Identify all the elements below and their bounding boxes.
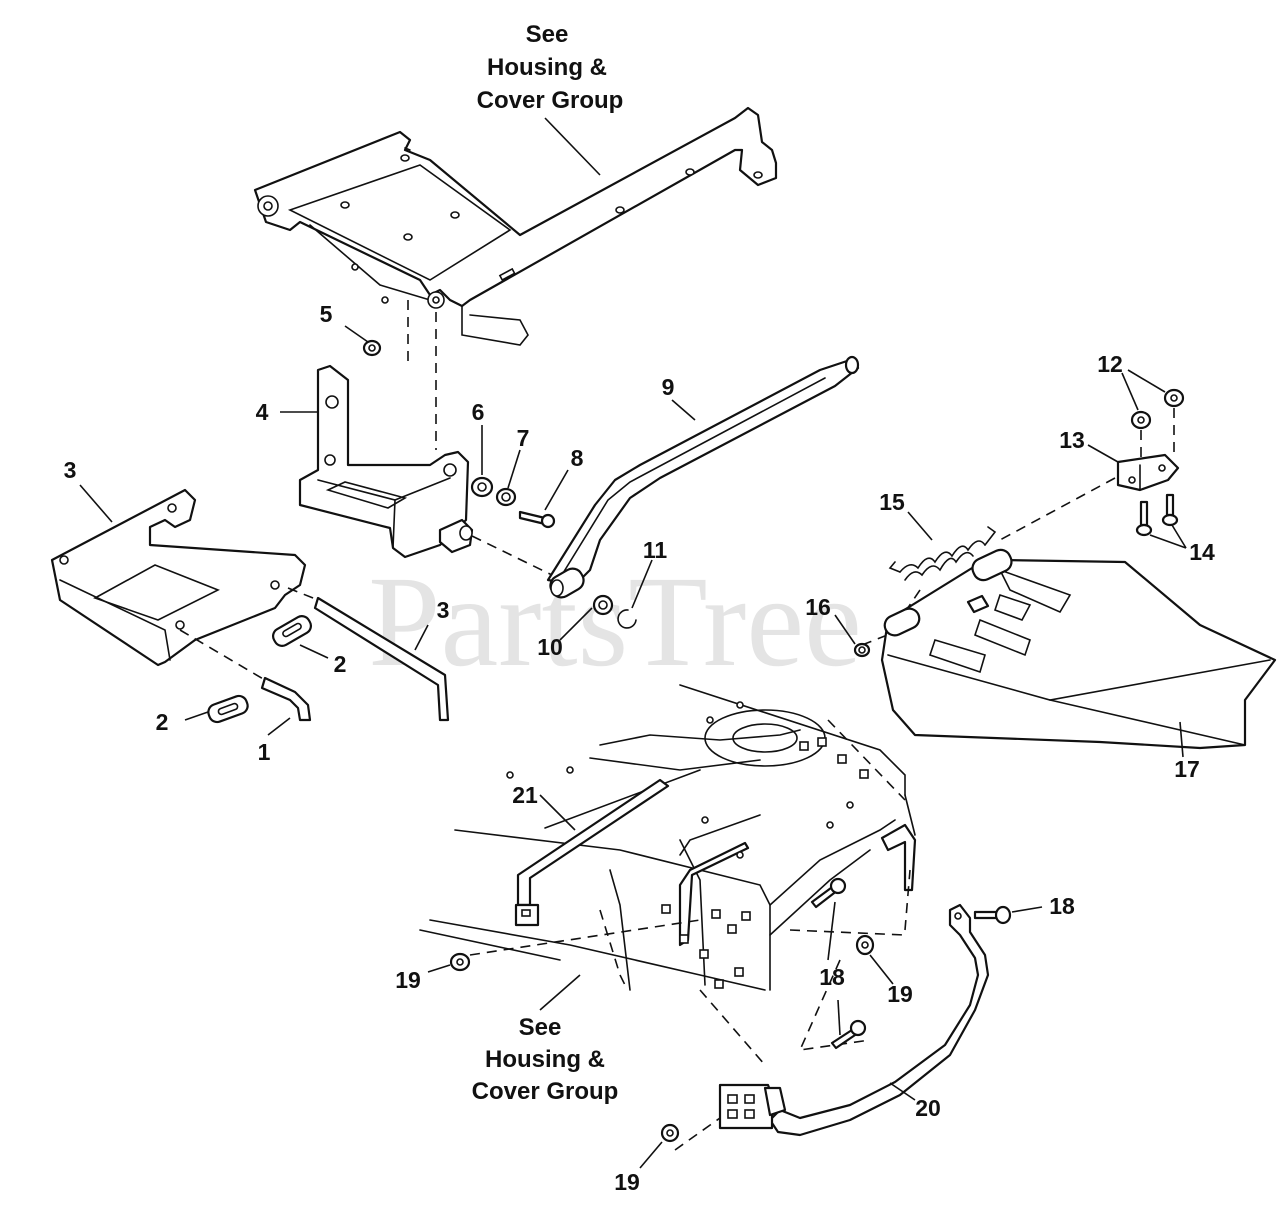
bolt-part-18-lower xyxy=(830,1019,867,1050)
bolt-part-14-a xyxy=(1135,500,1153,537)
nut-part-19-mid xyxy=(855,934,875,956)
callout-19-left: 19 xyxy=(395,967,421,993)
bracket-part-4 xyxy=(298,364,474,559)
note-bottom-line-1: See xyxy=(519,1014,562,1041)
callout-6: 6 xyxy=(472,399,485,425)
callout-4: 4 xyxy=(256,399,269,425)
callout-7: 7 xyxy=(517,425,530,451)
callout-17: 17 xyxy=(1174,756,1200,782)
callout-3-rod: 3 xyxy=(437,597,450,623)
bushing-part-6 xyxy=(470,476,494,498)
callout-18-mid: 18 xyxy=(819,964,845,990)
nut-part-12-b xyxy=(1130,410,1152,430)
rod-part-20 xyxy=(718,903,990,1137)
callout-16: 16 xyxy=(805,594,831,620)
note-top: See Housing & Cover Group xyxy=(477,21,624,114)
housing-outline xyxy=(419,684,917,991)
note-top-line-2: Housing & xyxy=(487,54,607,81)
nut-part-5 xyxy=(362,339,382,357)
callout-2-lower: 2 xyxy=(156,709,169,735)
callouts: 1 2 2 3 3 4 5 6 7 8 9 10 11 12 13 14 15 … xyxy=(64,301,1215,1195)
callout-21: 21 xyxy=(512,782,538,808)
callout-15: 15 xyxy=(879,489,905,515)
nut-part-19-bottom xyxy=(660,1123,680,1143)
callout-12: 12 xyxy=(1097,351,1123,377)
callout-14: 14 xyxy=(1189,539,1215,565)
bolt-part-18-upper xyxy=(810,877,847,909)
watermark-text: PartsTree xyxy=(368,550,862,694)
rod-part-21 xyxy=(514,778,670,927)
nut-part-19-left xyxy=(449,952,471,972)
callout-20: 20 xyxy=(915,1095,941,1121)
washer-part-16 xyxy=(853,642,871,658)
note-bottom-line-3: Cover Group xyxy=(472,1078,619,1105)
clip-part-2-lower xyxy=(207,694,249,724)
callout-2-upper: 2 xyxy=(334,651,347,677)
clip-part-2-upper xyxy=(272,615,312,647)
callout-10: 10 xyxy=(537,634,563,660)
note-bottom: See Housing & Cover Group xyxy=(472,1014,619,1105)
lift-handle-part-9 xyxy=(546,355,860,599)
callout-19-mid: 19 xyxy=(887,981,913,1007)
bracket-part-13 xyxy=(1116,453,1180,492)
support-plate-part-3 xyxy=(50,488,307,667)
bolt-part-18-right xyxy=(973,905,1012,925)
callout-5: 5 xyxy=(320,301,333,327)
callout-3-plate: 3 xyxy=(64,457,77,483)
leader-lines xyxy=(79,117,1187,1169)
bolt-part-8 xyxy=(518,510,556,529)
washer-part-10 xyxy=(592,594,614,616)
washer-part-7 xyxy=(495,487,517,507)
callout-13: 13 xyxy=(1059,427,1085,453)
spring-part-15 xyxy=(888,526,997,581)
callout-11: 11 xyxy=(643,537,668,563)
callout-18-right: 18 xyxy=(1049,893,1075,919)
callout-19-bottom: 19 xyxy=(614,1169,640,1195)
callout-8: 8 xyxy=(571,445,584,471)
top-frame-assembly xyxy=(253,106,778,346)
bolt-part-14-b xyxy=(1161,493,1179,527)
rod-part-3 xyxy=(313,596,450,722)
callout-1: 1 xyxy=(258,739,271,765)
nut-part-12-a xyxy=(1163,388,1185,408)
note-top-line-3: Cover Group xyxy=(477,87,624,114)
clip-part-11 xyxy=(617,609,637,629)
note-bottom-line-2: Housing & xyxy=(485,1046,605,1073)
deflector-part-17 xyxy=(880,548,1277,750)
note-top-line-1: See xyxy=(526,21,569,48)
rod-part-1 xyxy=(260,676,312,722)
callout-9: 9 xyxy=(662,374,675,400)
